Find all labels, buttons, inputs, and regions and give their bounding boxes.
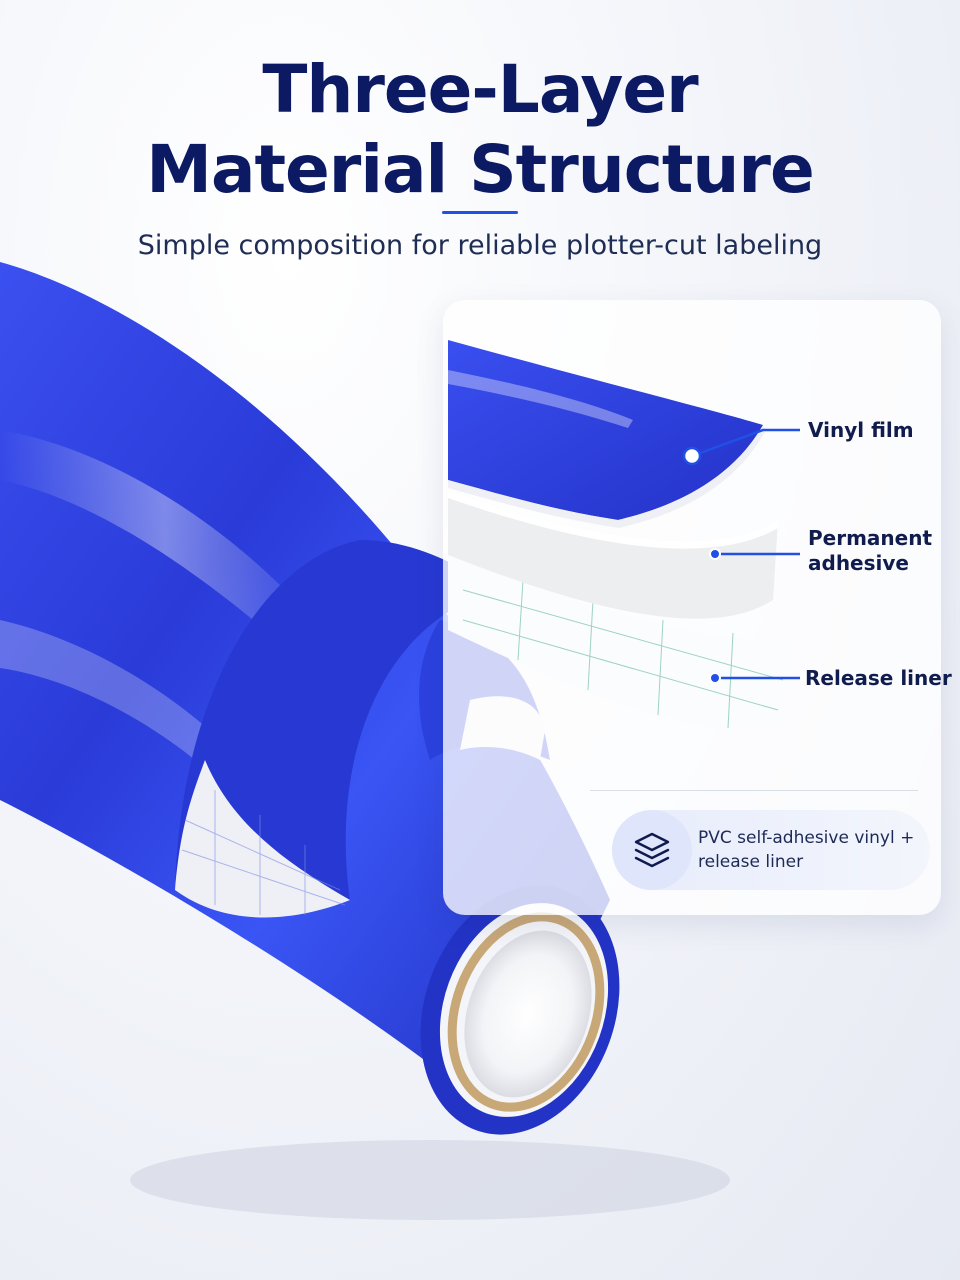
- layer-label-permanent-adhesive: Permanent adhesive: [808, 526, 933, 575]
- layer-label-release-liner: Release liner: [805, 666, 952, 690]
- page-subtitle: Simple composition for reliable plotter-…: [137, 230, 823, 261]
- page-title: Three-Layer Material Structure: [0, 50, 960, 210]
- layer-stack-image: [448, 340, 800, 732]
- layers-stack-icon: [612, 810, 692, 890]
- composition-note-text: PVC self-adhesive vinyl + release liner: [698, 828, 915, 872]
- title-line-1: Three-Layer: [262, 51, 698, 128]
- title-underline: [442, 211, 518, 214]
- panel-divider: [590, 790, 918, 791]
- title-line-2: Material Structure: [146, 131, 814, 208]
- layer-label-vinyl-film: Vinyl film: [808, 418, 914, 442]
- composition-note: PVC self-adhesive vinyl + release liner: [612, 810, 930, 890]
